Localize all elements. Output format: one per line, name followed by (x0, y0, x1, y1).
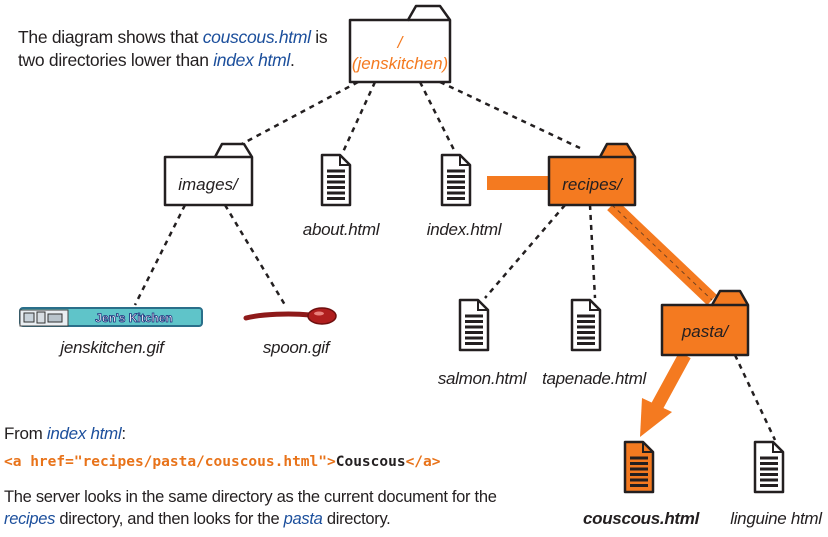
highlighted-path (487, 176, 717, 437)
intro-part3: . (289, 50, 295, 70)
intro-text: The diagram shows that couscous.html is … (18, 26, 348, 72)
intro-file2: index html (213, 50, 290, 70)
couscous-label: couscous.html (582, 509, 700, 528)
about-label: about.html (302, 220, 380, 239)
footer-part2: directory, and then looks for the (55, 510, 284, 528)
from-text: From index html: (4, 424, 126, 444)
code-open-tag: <a href="recipes/pasta/couscous.html"> (4, 454, 336, 470)
about-document-icon (320, 153, 352, 207)
salmon-document-icon (458, 298, 490, 352)
root-folder-icon (348, 4, 452, 84)
images-folder-icon (163, 142, 254, 207)
recipes-folder-label: recipes/ (562, 175, 624, 194)
salmon-label: salmon.html (437, 369, 527, 388)
code-link-text: Couscous (335, 454, 406, 470)
footer-part3: directory. (322, 510, 391, 528)
index-document-icon (440, 153, 472, 207)
linguine-label: linguine html (730, 509, 822, 528)
linguine-document-icon (753, 440, 785, 494)
jenskitchen-logo-text: Jen's Kitchen (95, 311, 173, 325)
spoon-icon (243, 307, 337, 325)
spoon-gif-label: spoon.gif (262, 338, 330, 357)
footer-text: The server looks in the same directory a… (4, 486, 524, 530)
pasta-folder-icon (660, 289, 750, 357)
jenskitchen-logo-image: Jen's Kitchen (19, 307, 203, 327)
root-folder-label: / (397, 33, 405, 52)
intro-part1: The diagram shows that (18, 27, 203, 47)
couscous-document-icon (623, 440, 655, 494)
tree-connectors (133, 80, 777, 441)
code-snippet: <a href="recipes/pasta/couscous.html">Co… (4, 454, 441, 470)
tapenade-label: tapenade.html (542, 369, 646, 388)
footer-dir1: recipes (4, 510, 56, 528)
index-label: index.html (426, 220, 502, 239)
intro-file1: couscous.html (202, 27, 311, 47)
images-folder-label: images/ (178, 175, 240, 194)
root-folder-sublabel: (jenskitchen) (352, 54, 448, 73)
footer-part1: The server looks in the same directory a… (4, 488, 497, 506)
code-close-tag: </a> (405, 454, 441, 470)
from-prefix: From (4, 424, 47, 443)
tapenade-document-icon (570, 298, 602, 352)
jenskitchen-gif-label: jenskitchen.gif (60, 338, 164, 357)
pasta-folder-label: pasta/ (681, 322, 731, 341)
footer-dir2: pasta (283, 510, 323, 528)
from-file: index html (46, 424, 122, 443)
intro-part2: is two directories lower than (18, 27, 328, 70)
recipes-folder-icon (547, 142, 637, 207)
from-suffix: : (121, 424, 126, 443)
